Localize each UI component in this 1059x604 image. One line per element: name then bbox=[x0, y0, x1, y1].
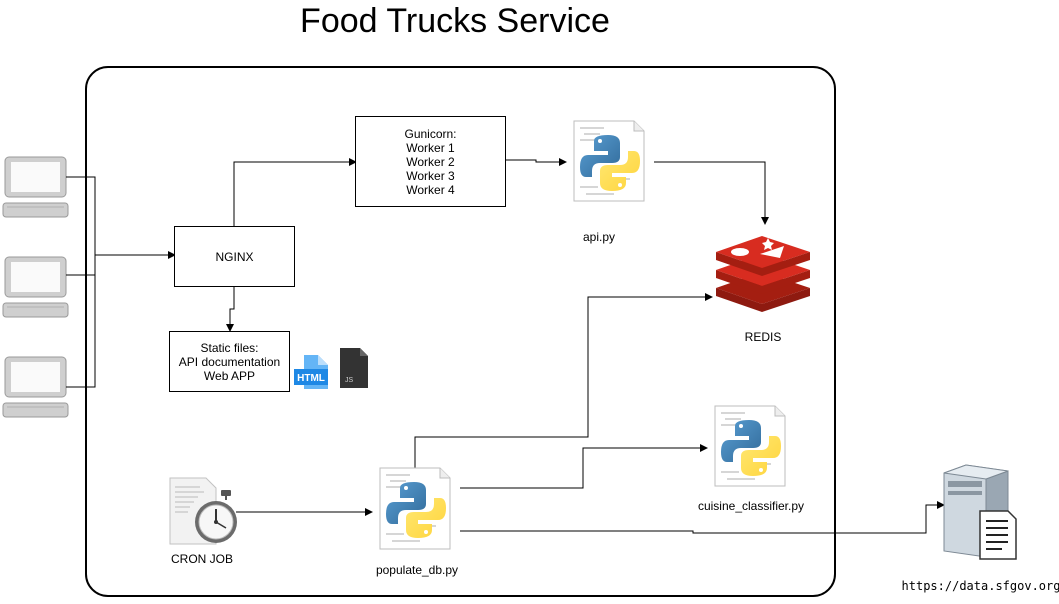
gunicorn-title: Gunicorn: bbox=[404, 126, 457, 141]
redis-label: REDIS bbox=[744, 330, 782, 344]
api-to-redis-arrow bbox=[654, 161, 769, 225]
laptop-icon bbox=[2, 356, 69, 418]
gunicorn-worker-3: Worker 3 bbox=[406, 168, 455, 183]
client-connectors bbox=[66, 176, 176, 388]
js-file-icon: JS bbox=[340, 348, 368, 388]
diagram-title: Food Trucks Service bbox=[300, 2, 610, 40]
static-files-box: Static files: API documentation Web APP bbox=[169, 331, 290, 392]
static-files-title: Static files: bbox=[200, 340, 259, 355]
server-icon bbox=[943, 464, 1017, 560]
laptop-icon bbox=[2, 256, 69, 318]
gunicorn-worker-2: Worker 2 bbox=[406, 154, 455, 169]
python-file-icon bbox=[714, 405, 786, 487]
html-badge-text: HTML bbox=[297, 373, 325, 384]
populate-to-classifier-arrow bbox=[460, 444, 708, 489]
stopwatch-document-icon bbox=[169, 477, 237, 545]
js-badge-text: JS bbox=[345, 377, 354, 384]
populate-to-source-arrow bbox=[460, 501, 945, 534]
gunicorn-worker-4: Worker 4 bbox=[406, 182, 455, 197]
classifier-label: cuisine_classifier.py bbox=[697, 499, 805, 513]
nginx-to-gunicorn-arrow bbox=[233, 158, 357, 226]
gunicorn-to-api-arrow bbox=[505, 158, 567, 166]
source-url-label: https://data.sfgov.org bbox=[901, 579, 1059, 593]
nginx-label: NGINX bbox=[215, 249, 254, 264]
populate-label: populate_db.py bbox=[375, 563, 459, 577]
nginx-to-static-arrow bbox=[226, 286, 235, 332]
html-file-icon: HTML bbox=[294, 355, 328, 389]
cron-label: CRON JOB bbox=[170, 552, 234, 566]
python-file-icon bbox=[573, 120, 645, 202]
service-boundary bbox=[85, 66, 836, 597]
python-file-icon bbox=[379, 467, 451, 550]
static-files-web-app: Web APP bbox=[203, 368, 256, 383]
gunicorn-worker-1: Worker 1 bbox=[406, 140, 455, 155]
laptop-icon bbox=[2, 156, 69, 218]
populate-to-redis-arrow bbox=[414, 293, 713, 468]
static-files-api-docs: API documentation bbox=[178, 354, 281, 369]
redis-logo-icon bbox=[716, 236, 810, 312]
gunicorn-box: Gunicorn: Worker 1 Worker 2 Worker 3 Wor… bbox=[355, 116, 506, 207]
api-label: api.py bbox=[582, 230, 616, 244]
nginx-box: NGINX bbox=[174, 226, 295, 287]
